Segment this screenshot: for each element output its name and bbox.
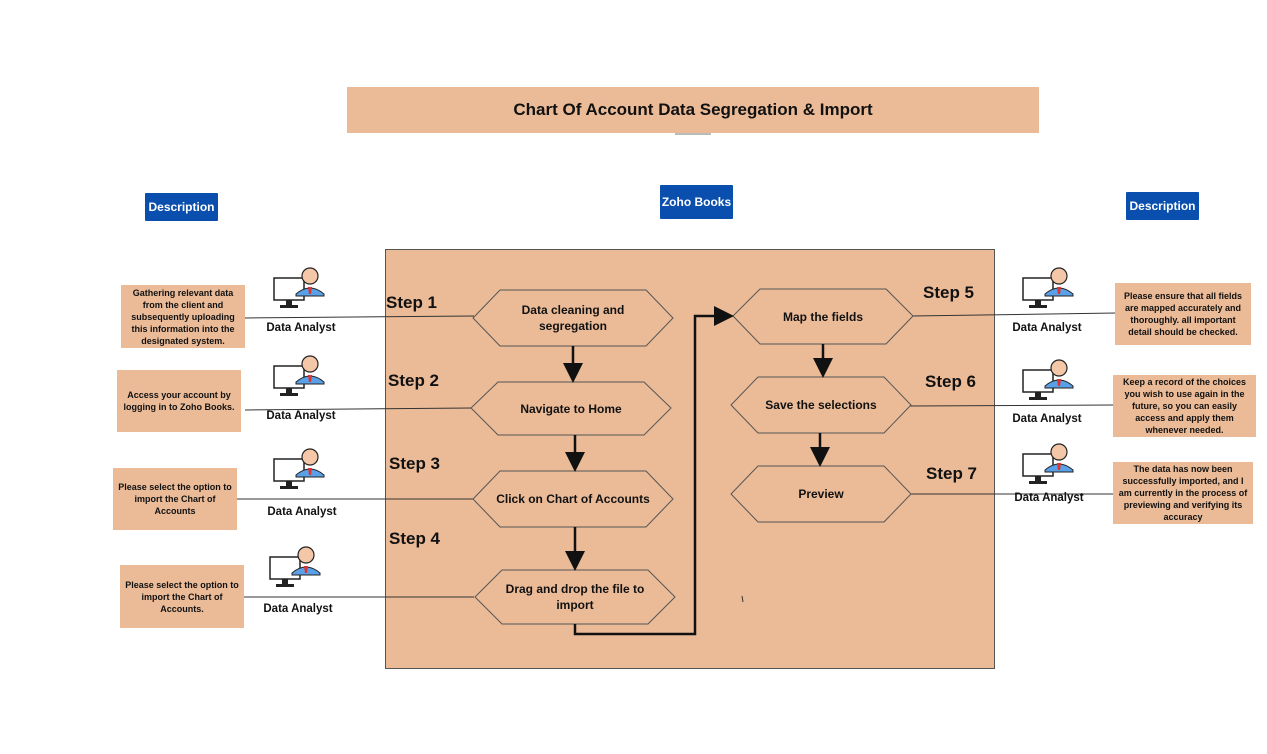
zoho-books-header: Zoho Books (660, 185, 733, 219)
step-label-5: Step 5 (923, 283, 975, 302)
data-analyst-computer-icon (1022, 267, 1074, 308)
data-analyst-computer-icon (1022, 359, 1074, 400)
data-analyst-computer-icon (273, 448, 325, 489)
data-analyst-computer-icon (1022, 443, 1074, 484)
role-label-step-3: Data Analyst (267, 506, 337, 518)
role-label-step-5: Data Analyst (1012, 322, 1082, 334)
hex-label-step-2: Navigate to Home (520, 401, 622, 416)
step-label-1: Step 1 (386, 293, 438, 312)
hex-label-step-6: Save the selections (765, 398, 877, 412)
data-analyst-computer-icon (273, 267, 325, 308)
role-label-step-6: Data Analyst (1012, 413, 1082, 425)
diagram-title: Chart Of Account Data Segregation & Impo… (347, 87, 1039, 133)
role-label-step-4: Data Analyst (263, 603, 333, 615)
step-label-4: Step 4 (389, 529, 441, 548)
role-label-step-2: Data Analyst (266, 410, 336, 422)
data-analyst-computer-icon (269, 546, 321, 587)
description-note-step-7: The data has now been successfully impor… (1113, 462, 1253, 524)
connector-lines (237, 312, 1117, 598)
description-note-step-1: Gathering relevant data from the client … (121, 285, 245, 348)
data-analyst-computer-icon (273, 355, 325, 396)
step-label-7: Step 7 (926, 464, 978, 483)
description-note-step-2: Access your account by logging in to Zoh… (117, 370, 241, 432)
hex-label-step-7: Preview (798, 487, 844, 501)
step-label-3: Step 3 (389, 454, 441, 473)
description-note-step-4: Please select the option to import the C… (120, 565, 244, 628)
description-note-step-3: Please select the option to import the C… (113, 468, 237, 530)
description-note-step-6: Keep a record of the choices you wish to… (1113, 375, 1256, 437)
title-underline (675, 133, 711, 135)
hex-label-step-1: Data cleaning and segregation (521, 303, 625, 333)
hex-label-step-3: Click on Chart of Accounts (496, 492, 650, 506)
role-label-step-7: Data Analyst (1014, 492, 1084, 504)
hex-label-step-4: Drag and drop the file to import (505, 582, 645, 612)
left-description-header: Description (145, 193, 218, 221)
role-label-step-1: Data Analyst (266, 322, 336, 334)
step-label-6: Step 6 (925, 372, 977, 391)
hex-label-step-5: Map the fields (782, 309, 863, 324)
process-hexagons (470, 288, 914, 625)
description-note-step-5: Please ensure that all fields are mapped… (1115, 283, 1251, 345)
step-label-2: Step 2 (388, 371, 440, 390)
right-description-header: Description (1126, 192, 1199, 220)
